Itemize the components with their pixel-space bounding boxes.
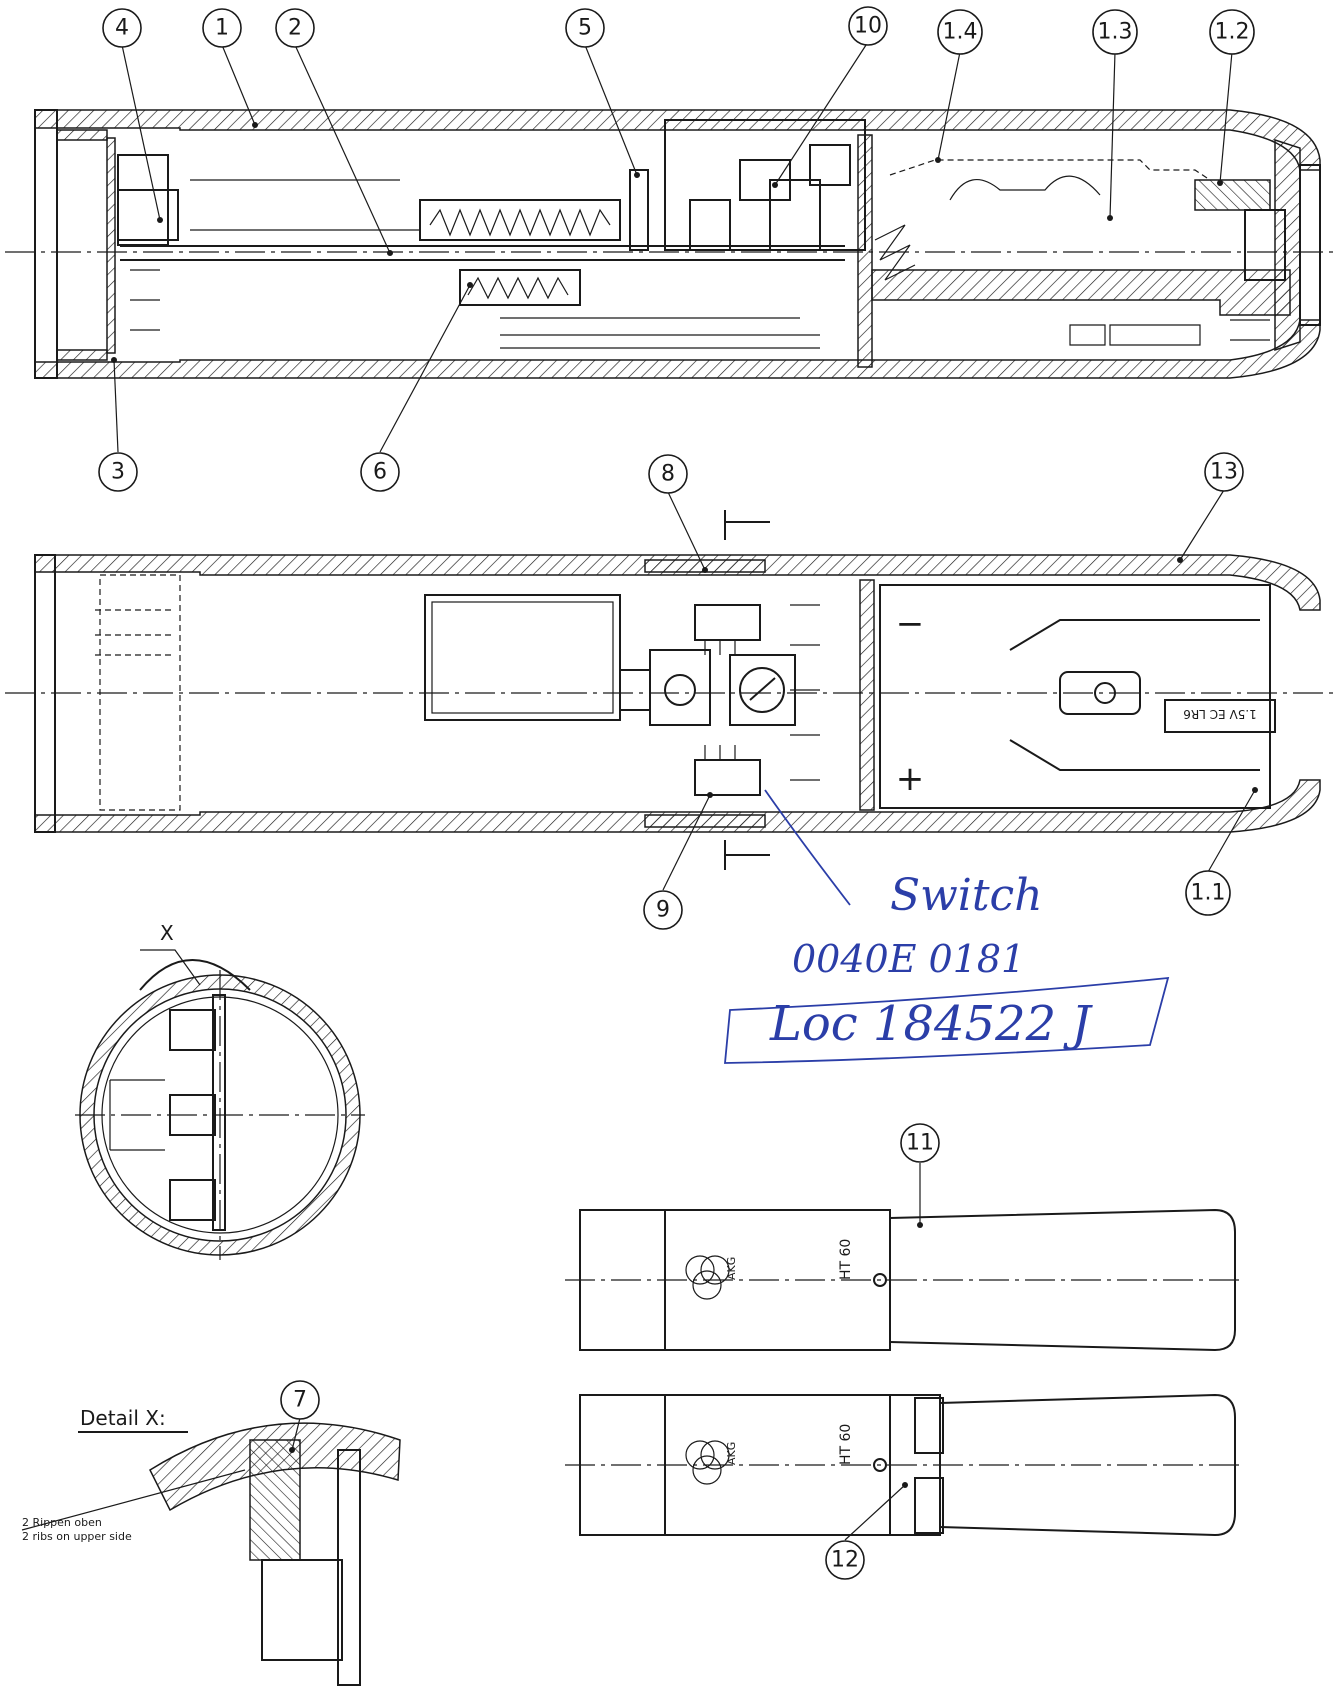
detail-x-title: Detail X: <box>80 1406 166 1430</box>
svg-text:1: 1 <box>215 16 229 41</box>
balloon-5: 5 <box>565 8 605 48</box>
akg-logo-lower: AKG <box>685 1440 738 1485</box>
svg-text:6: 6 <box>373 460 387 485</box>
balloon-11: 11 <box>900 1123 940 1163</box>
handwritten-annotation: Switch 0040E 0181 Loc 184522 J <box>724 789 1170 1064</box>
leader-lines <box>111 41 1258 1541</box>
balloon-10: 10 <box>848 6 888 46</box>
svg-text:2: 2 <box>288 16 302 41</box>
balloon-1-3: 1.3 <box>1092 9 1138 55</box>
rib-note-en: 2 ribs on upper side <box>22 1530 132 1543</box>
balloon-1-1: 1.1 <box>1185 870 1231 916</box>
svg-text:1.3: 1.3 <box>1098 20 1133 45</box>
svg-text:5: 5 <box>578 16 592 41</box>
balloon-3: 3 <box>98 452 138 492</box>
svg-text:10: 10 <box>854 14 882 39</box>
balloon-1-2: 1.2 <box>1209 9 1255 55</box>
svg-text:1.4: 1.4 <box>943 20 978 45</box>
handwritten-part-number: 0040E 0181 <box>792 937 1025 981</box>
battery-plus-sign: + <box>896 759 925 799</box>
balloon-6: 6 <box>360 452 400 492</box>
model-label-upper: HT 60 <box>838 1239 854 1280</box>
svg-text:1.1: 1.1 <box>1191 881 1226 906</box>
battery-marking: 1.5V EC LR6 <box>1183 707 1257 721</box>
detail-x-view: Detail X: 2 Rippen oben 2 ribs on upper … <box>21 1406 401 1686</box>
balloon-4: 4 <box>102 8 142 48</box>
rib-note-de: 2 Rippen oben <box>22 1516 102 1529</box>
balloon-13: 13 <box>1204 452 1244 492</box>
svg-text:8: 8 <box>661 462 675 487</box>
svg-text:4: 4 <box>115 16 129 41</box>
akg-logo-upper: AKG <box>685 1255 738 1300</box>
balloon-2: 2 <box>275 8 315 48</box>
balloon-12: 12 <box>825 1540 865 1580</box>
svg-text:3: 3 <box>111 460 125 485</box>
section-view-middle: 1.5V EC LR6 − + <box>5 510 1335 870</box>
model-label-lower: HT 60 <box>838 1424 854 1465</box>
balloon-1-4: 1.4 <box>937 9 983 55</box>
section-x-label: X <box>160 921 174 945</box>
battery-minus-sign: − <box>896 604 925 644</box>
exterior-view-upper: AKG HT 60 <box>565 1208 1245 1352</box>
brand-label-lower: AKG <box>725 1442 738 1465</box>
cross-section-view: X <box>75 921 365 1260</box>
balloon-9: 9 <box>643 890 683 930</box>
svg-text:7: 7 <box>293 1388 307 1413</box>
balloon-7: 7 <box>280 1380 320 1420</box>
svg-text:9: 9 <box>656 898 670 923</box>
svg-text:1.2: 1.2 <box>1215 20 1250 45</box>
balloon-8: 8 <box>648 454 688 494</box>
handwritten-switch: Switch <box>890 870 1043 921</box>
svg-text:12: 12 <box>831 1548 859 1573</box>
handwritten-location: Loc 184522 J <box>769 996 1093 1052</box>
svg-text:11: 11 <box>906 1131 934 1156</box>
brand-label-upper: AKG <box>725 1257 738 1280</box>
svg-text:13: 13 <box>1210 460 1238 485</box>
exterior-view-lower: AKG HT 60 <box>565 1393 1245 1537</box>
section-view-top <box>5 109 1335 379</box>
balloon-1: 1 <box>202 8 242 48</box>
